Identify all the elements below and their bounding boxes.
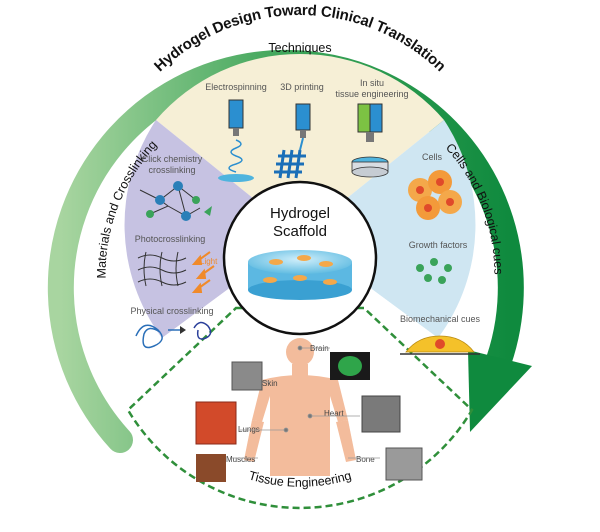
- organ-heart-label: Heart: [324, 409, 344, 418]
- physical-crosslinking-label: Physical crosslinking: [130, 306, 213, 316]
- photocrosslinking-mesh-icon: [137, 251, 187, 287]
- biomechanical-cell-icon: [400, 335, 480, 355]
- printing-label: 3D printing: [280, 82, 324, 92]
- brain-image-icon: [338, 356, 362, 376]
- printing-syringe-icon: [274, 103, 311, 179]
- hub-title-line1: Hydrogel: [270, 205, 330, 222]
- organ-bone-label: Bone: [356, 455, 375, 464]
- organ-labels: Brain Skin Heart Lungs Muscles Bone: [226, 344, 375, 464]
- photocrosslinking-label: Photocrosslinking: [135, 234, 206, 244]
- physical-crosslinking-coil-icon: [135, 321, 212, 349]
- electrospinning-syringe-icon: [218, 99, 254, 182]
- materials-sector: [124, 120, 300, 338]
- click-chem-label-1: Click chemistry: [142, 154, 203, 164]
- central-hub: Hydrogel Scaffold: [222, 180, 378, 336]
- heart-thumbnail: [361, 395, 401, 433]
- growth-factors-label: Growth factors: [409, 240, 468, 250]
- materials-items: Click chemistry crosslinking Photocrossl…: [130, 154, 218, 349]
- insitu-label-1: In situ: [360, 78, 384, 88]
- cells-cluster-icon: [408, 170, 462, 220]
- muscles-thumbnail: [196, 454, 226, 482]
- organ-lungs-label: Lungs: [238, 425, 260, 434]
- organ-connectors: [232, 345, 380, 459]
- techniques-items: Electrospinning 3D printing In situ tiss…: [205, 78, 409, 182]
- click-chem-label-2: crosslinking: [148, 165, 195, 175]
- cells-label: Cells: [422, 152, 443, 162]
- electrospinning-label: Electrospinning: [205, 82, 267, 92]
- bone-thumbnail: [385, 447, 423, 481]
- techniques-sector: [156, 53, 444, 237]
- cells-items: Cells Growth factors Biomechanical cues: [400, 152, 481, 355]
- growth-factor-dots-icon: [416, 258, 452, 284]
- arrow-head-icon: [468, 350, 532, 432]
- insitu-syringe-icon: [351, 103, 389, 178]
- insitu-label-2: tissue engineering: [335, 89, 408, 99]
- organ-skin-label: Skin: [262, 379, 278, 388]
- light-arrows-icon: [191, 251, 215, 293]
- organ-muscles-label: Muscles: [226, 455, 255, 464]
- organ-brain-label: Brain: [310, 344, 329, 353]
- human-body-icon: [244, 338, 356, 476]
- hydrogel-dish-icon: [248, 250, 352, 300]
- lungs-thumbnail: [195, 401, 237, 445]
- light-label: Light: [200, 257, 218, 266]
- skin-thumbnail: [231, 361, 263, 391]
- tissue-engineering-body: Brain Skin Heart Lungs Muscles Bone: [195, 338, 423, 482]
- techniques-title: Techniques: [268, 41, 331, 55]
- tissue-dashed-border: [126, 306, 474, 510]
- biomechanical-label: Biomechanical cues: [400, 314, 481, 324]
- hub-title-line2: Scaffold: [273, 223, 327, 240]
- click-chemistry-network-icon: [139, 181, 212, 221]
